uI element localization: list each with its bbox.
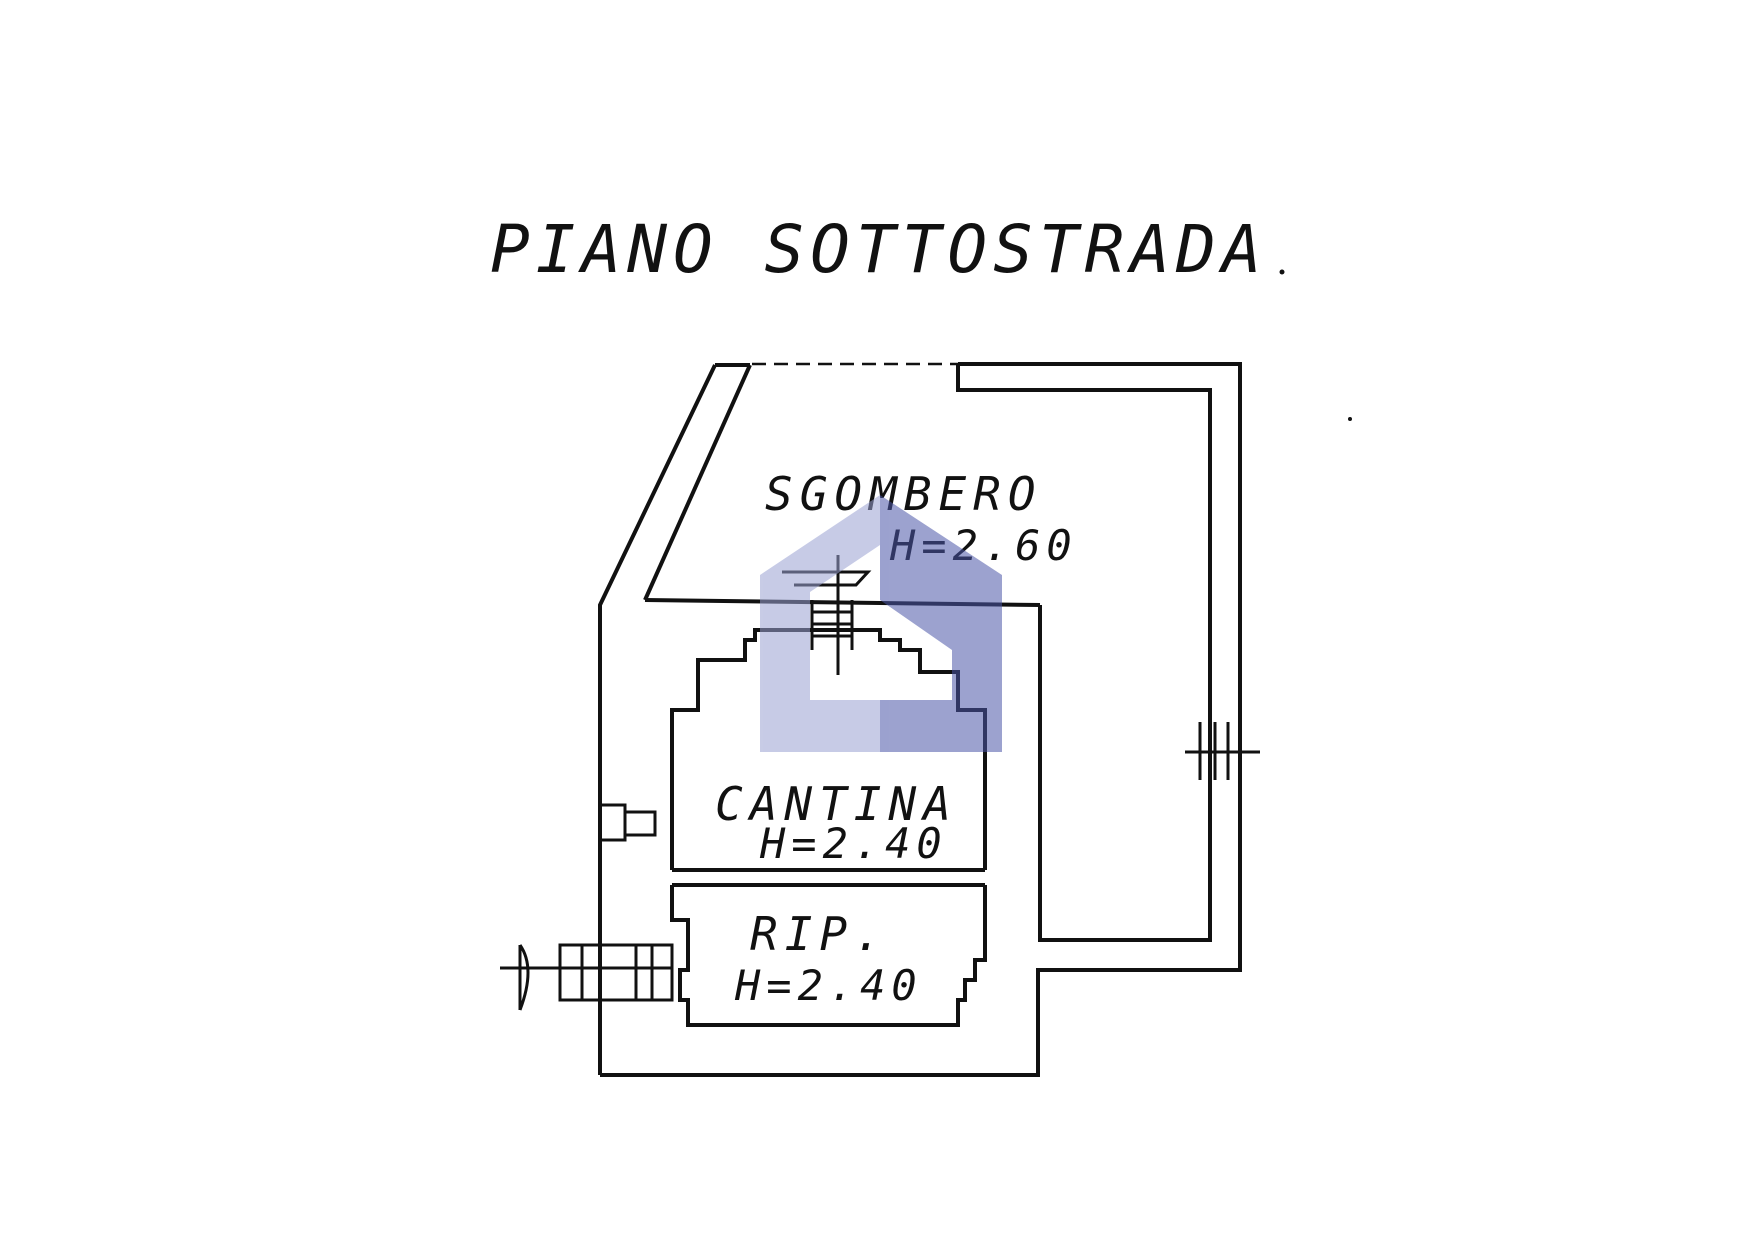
window-right-icon (1185, 722, 1260, 780)
room-height-rip: H=2.40 (734, 961, 923, 1010)
stair-icon (782, 555, 872, 675)
stray-dot (1279, 269, 1285, 275)
room-label-cantina: CANTINA (715, 777, 958, 831)
plan-title: PIANO SOTTOSTRADA (490, 211, 1268, 288)
window-left-icon (600, 803, 657, 842)
room-label-rip: RIP. (750, 907, 889, 961)
watermark-logo-icon (760, 495, 1002, 752)
inner-core (670, 628, 987, 1027)
room-height-cantina: H=2.40 (759, 819, 948, 868)
stray-dot (1348, 417, 1352, 421)
entrance-arrow-icon (500, 943, 674, 1011)
